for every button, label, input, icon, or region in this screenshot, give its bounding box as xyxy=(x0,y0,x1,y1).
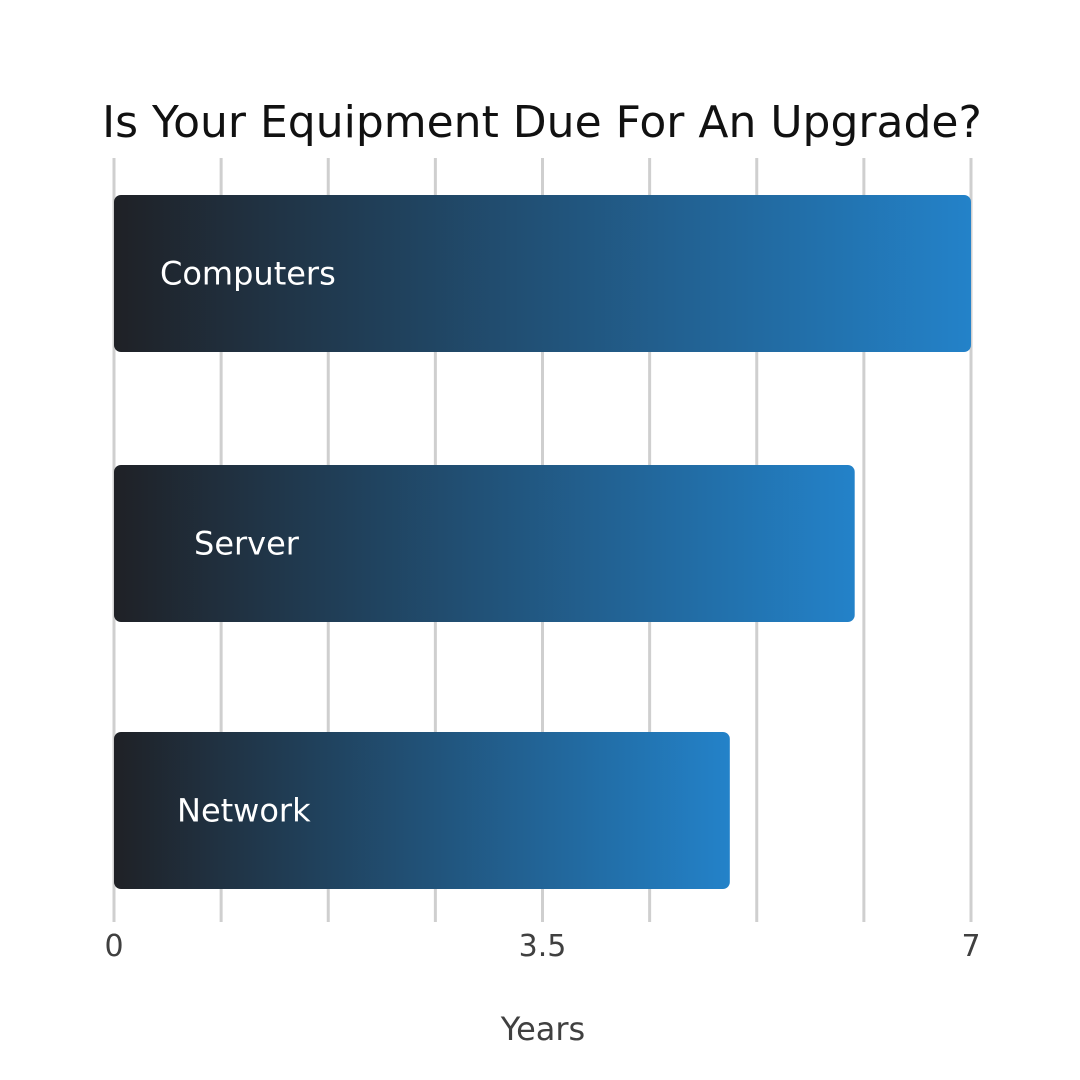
bar-network xyxy=(114,732,730,889)
bar-computers xyxy=(114,195,971,352)
x-tick-label: 7 xyxy=(961,929,980,964)
bar-label-network: Network xyxy=(177,792,311,830)
chart-title: Is Your Equipment Due For An Upgrade? xyxy=(102,97,982,148)
x-tick-label: 0 xyxy=(104,929,123,964)
bar-label-server: Server xyxy=(194,525,300,563)
bar-server xyxy=(114,465,855,622)
x-axis-label: Years xyxy=(500,1010,585,1048)
bar-label-computers: Computers xyxy=(160,255,336,293)
x-tick-label: 3.5 xyxy=(519,929,567,964)
